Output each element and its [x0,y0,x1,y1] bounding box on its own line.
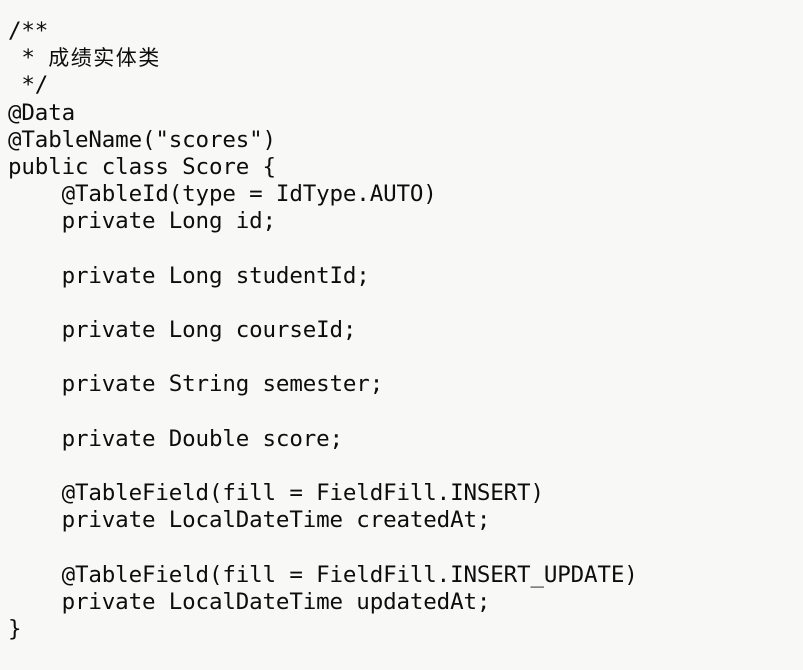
code-line[interactable]: private Long courseId; [8,317,357,344]
code-line[interactable]: @TableField(fill = FieldFill.INSERT_UPDA… [8,561,638,588]
code-line[interactable]: public class Score { [8,153,276,180]
code-line[interactable]: private Double score; [8,425,343,452]
code-line[interactable]: @TableName("scores") [8,126,276,153]
code-line[interactable]: */ [8,72,49,99]
code-line[interactable]: @TableId(type = IdType.AUTO) [8,181,437,208]
code-line[interactable]: @TableField(fill = FieldFill.INSERT) [8,480,544,507]
code-line-blank[interactable] [8,236,803,263]
code-line[interactable]: private LocalDateTime createdAt; [8,507,491,534]
code-line[interactable]: private String semester; [8,371,384,398]
code-line[interactable]: @Data [8,99,75,126]
code-line[interactable]: private LocalDateTime updatedAt; [8,588,491,615]
code-line-blank[interactable] [8,535,803,562]
comment-text-cjk: 成绩实体类 [48,46,161,71]
code-line-blank[interactable] [8,453,803,480]
code-line[interactable]: } [8,616,22,643]
code-line-blank[interactable] [8,290,803,317]
code-line-blank[interactable] [8,344,803,371]
code-line[interactable]: * 成绩实体类 [8,45,803,72]
code-line[interactable]: private Long studentId; [8,262,370,289]
comment-marker: * [8,45,49,72]
code-line[interactable]: private Long id; [8,208,277,235]
code-line[interactable]: /** [8,18,49,44]
code-line-blank[interactable] [8,399,803,426]
